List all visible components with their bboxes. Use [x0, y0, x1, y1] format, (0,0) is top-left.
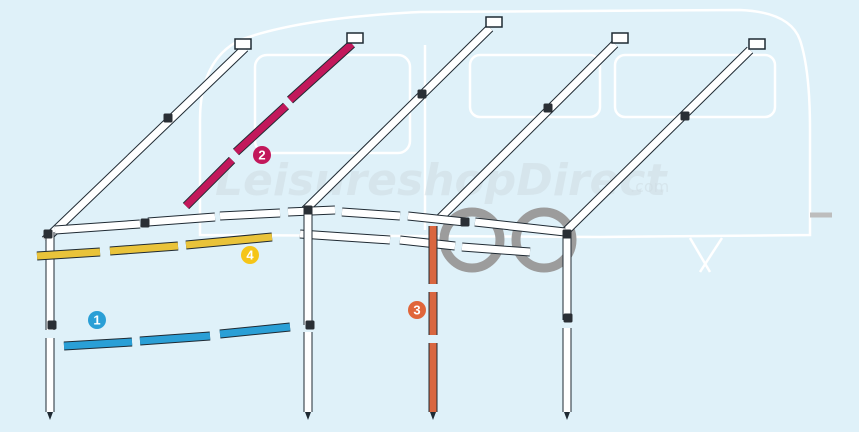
callout-3: 3	[408, 301, 426, 319]
rafter-4	[437, 41, 618, 221]
rafter-2-magenta-mid	[233, 103, 289, 155]
bracket-3	[485, 16, 503, 28]
eave-rail-7	[474, 218, 566, 236]
callout-1-badge	[88, 311, 106, 329]
spike-mid	[305, 412, 311, 420]
rafter-5	[562, 47, 753, 235]
joint-left-leg	[47, 320, 57, 330]
frame-white-poles	[41, 24, 754, 412]
caravan-window-middle	[468, 53, 602, 119]
eave-rail-2	[147, 213, 216, 226]
cross-rail-yellow-3	[185, 233, 273, 249]
rafter-2-magenta-upper	[287, 41, 355, 103]
rafter-3	[302, 25, 493, 213]
callout-2: 2	[253, 146, 271, 164]
lower-rail-blue-1	[63, 338, 133, 350]
frame-coloured-poles	[36, 40, 438, 412]
callout-4-badge	[241, 246, 259, 264]
callout-3-badge	[408, 301, 426, 319]
spike-right	[564, 412, 570, 420]
caravan-window-rear	[613, 53, 777, 119]
wheel-front	[439, 207, 505, 273]
joint-rafter-4	[543, 103, 553, 113]
joint-corner-left	[43, 229, 53, 239]
cross-rail-yellow-1	[36, 248, 101, 260]
callout-3-number: 3	[413, 303, 420, 318]
bracket-4	[611, 32, 629, 44]
joint-top-mid	[303, 205, 313, 215]
caravan-jockey-leg	[688, 237, 724, 273]
joint-eave-mid	[460, 217, 470, 227]
caravan-wheels	[439, 207, 577, 273]
caravan-illustration	[198, 8, 832, 273]
callout-2-badge	[253, 146, 271, 164]
joint-rafter-3	[417, 89, 427, 99]
rafter-2-magenta-lower	[183, 157, 235, 209]
spike-left	[47, 412, 53, 420]
caravan-window-front	[253, 53, 412, 155]
watermark-text: LeisureshopDirect	[215, 155, 668, 206]
side-rail-2	[399, 236, 456, 250]
callout-4: 4	[241, 246, 259, 264]
joint-rafter-1	[163, 113, 173, 123]
eave-rail-1	[54, 220, 141, 234]
eave-rail-6	[407, 212, 466, 226]
frame-joints	[43, 16, 766, 420]
bracket-2	[346, 32, 364, 44]
callout-2-number: 2	[258, 148, 265, 163]
cross-rail-yellow-2	[109, 242, 179, 255]
side-rail-1	[299, 230, 391, 244]
joint-rear-leg	[563, 313, 573, 323]
eave-rail-5	[341, 208, 401, 220]
joint-eave-1	[140, 218, 150, 228]
lower-rail-blue-2	[139, 332, 211, 345]
bracket-5	[748, 38, 766, 50]
rafter-1	[42, 45, 248, 243]
joint-rear	[562, 229, 572, 239]
joint-rafter-5	[680, 111, 690, 121]
wheel-rear	[511, 207, 577, 273]
callout-1-number: 1	[93, 313, 100, 328]
callout-1: 1	[88, 311, 106, 329]
caravan-body-outline	[198, 8, 812, 239]
side-rail-3	[461, 243, 531, 256]
joint-mid-leg	[305, 320, 315, 330]
eave-rail-3	[219, 209, 281, 220]
bracket-1	[234, 38, 252, 50]
spike-orange	[430, 412, 436, 420]
lower-rail-blue-3	[219, 323, 291, 338]
watermark-suffix: .com	[630, 177, 669, 196]
callout-4-number: 4	[246, 248, 254, 263]
